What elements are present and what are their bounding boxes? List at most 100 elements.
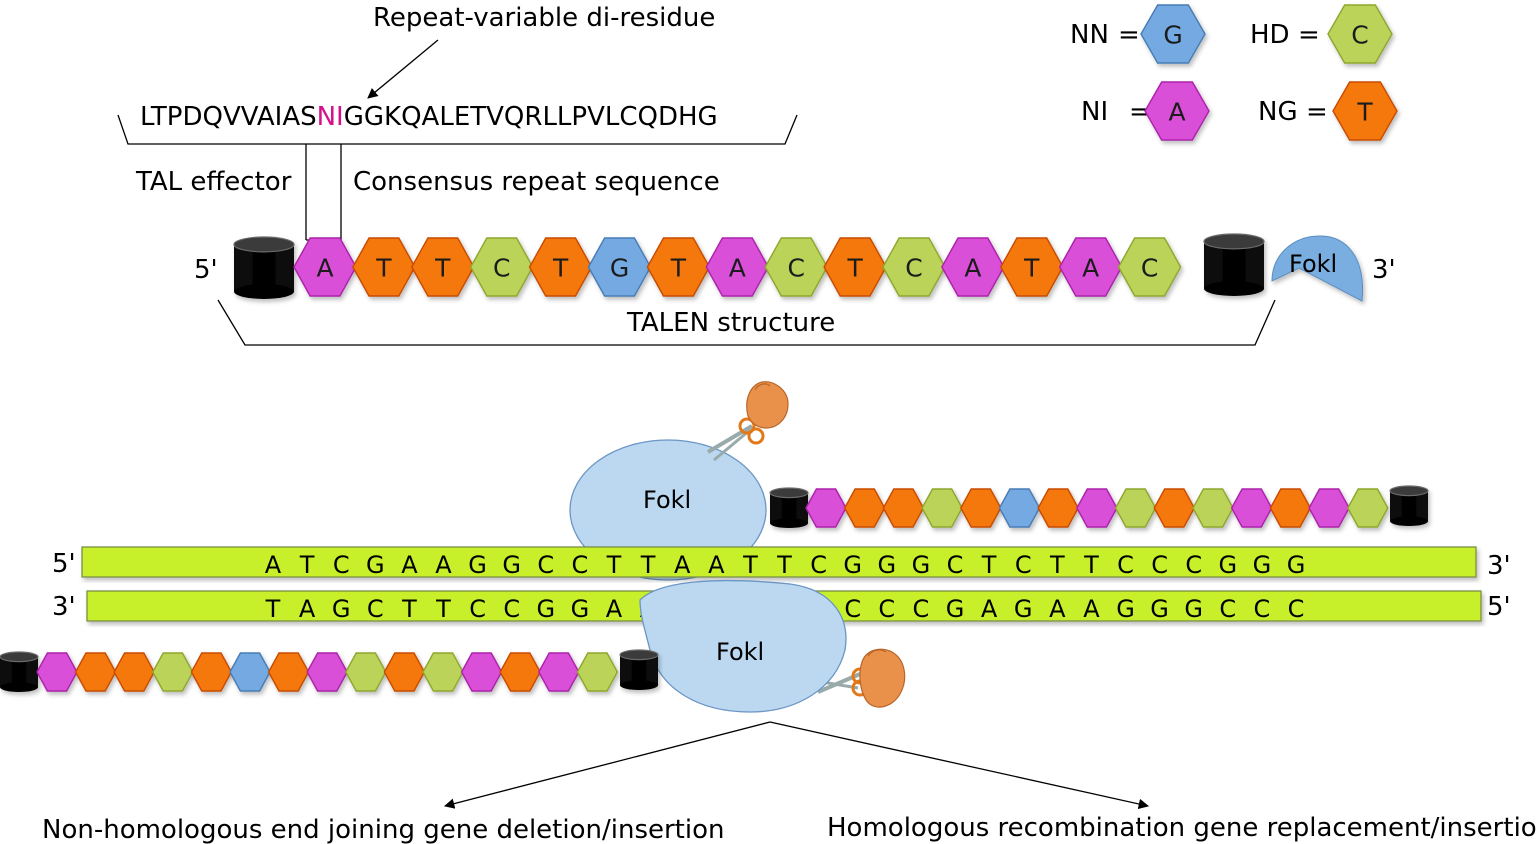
lower-talen-repeat-12: [460, 652, 503, 692]
upper-fokl-label: Fokl: [643, 486, 691, 514]
talen-repeat-7-label: T: [670, 254, 687, 283]
upper-talen-start-cylinder: [769, 487, 809, 528]
sequence-prefix: LTPDQVVAIAS: [140, 102, 317, 132]
talen-fokl-label: Fokl: [1289, 250, 1337, 278]
lower-talen-repeat-8: [306, 652, 348, 692]
legend-hex-g-label: G: [1163, 21, 1182, 50]
upper-talen-repeat-3: [882, 488, 925, 528]
hr-arrow: [769, 721, 1150, 810]
talen-three-prime: 3': [1372, 255, 1396, 285]
upper-talen-repeat-7: [1037, 488, 1079, 528]
sequence-rvd-highlight: NI: [317, 102, 344, 132]
upper-talen-repeat-11: [1192, 488, 1234, 528]
upper-talen-repeat-15: [1347, 488, 1389, 528]
legend-hex-t-label: T: [1356, 98, 1373, 127]
dna_bottom-base-27: G: [1150, 595, 1169, 623]
dna_top-base-30: G: [1253, 551, 1272, 579]
upper-talen-end-cylinder: [1389, 485, 1429, 526]
dna-top-strand: [81, 546, 1477, 578]
dna_top-base-17: C: [810, 551, 827, 579]
talen-n-terminal-cylinder: [233, 236, 295, 299]
upper-talen-repeat-8: [1076, 488, 1118, 528]
talen-repeat-14: A: [1058, 237, 1123, 297]
talen-repeat-14-label: A: [1082, 254, 1099, 283]
talen-repeat-2-label: T: [375, 254, 392, 283]
talen-structure-label: TALEN structure: [626, 308, 835, 338]
dna-bottom-five-prime: 5': [1487, 592, 1511, 622]
talen-c-terminal-cylinder: [1203, 233, 1265, 296]
dna_bottom-base-23: G: [1014, 595, 1033, 623]
legend-code-nn: NN: [1070, 20, 1109, 50]
lower-talen-repeat-6: [229, 652, 271, 692]
lower-talen-repeat-13: [499, 652, 541, 692]
legend-equals: =: [1129, 97, 1151, 127]
dna_top-base-20: G: [912, 551, 931, 579]
lower-talen-repeat-9: [345, 652, 387, 692]
rvd-arrow: [367, 39, 439, 99]
upper-fokl-domain: [569, 439, 767, 581]
dna_top-base-10: C: [572, 551, 589, 579]
lower-talen-repeat-1: [36, 652, 78, 692]
upper-talen-repeat-10: [1153, 488, 1196, 528]
dna_top-base-16: T: [776, 551, 792, 579]
talen-repeat-4: C: [469, 237, 534, 297]
talen-repeat-13-label: T: [1023, 254, 1040, 283]
dna_top-base-6: A: [435, 551, 452, 579]
dna-top-five-prime: 5': [52, 549, 76, 579]
talen-repeat-7: T: [646, 237, 711, 297]
dna_top-base-22: T: [981, 551, 997, 579]
talen-repeat-12-label: A: [964, 254, 981, 283]
dna_bottom-base-6: T: [435, 595, 451, 623]
dna_bottom-base-8: C: [503, 595, 520, 623]
dna_bottom-base-11: A: [606, 595, 623, 623]
dna_bottom-base-3: G: [332, 595, 351, 623]
dna_bottom-base-24: A: [1049, 595, 1066, 623]
dna_bottom-base-10: G: [571, 595, 590, 623]
dna_top-base-5: A: [401, 551, 418, 579]
dna_top-base-11: T: [606, 551, 622, 579]
talen-repeat-5: T: [528, 237, 593, 297]
talen-repeat-8-label: A: [729, 254, 746, 283]
talen-repeat-2: T: [352, 237, 416, 297]
talen-five-prime: 5': [194, 255, 218, 285]
dna_bottom-base-4: C: [367, 595, 384, 623]
talen-repeat-5-label: T: [552, 254, 569, 283]
talen-fokl-domain: [1271, 235, 1364, 302]
tal-effector-label: TAL effector: [135, 167, 292, 197]
dna_top-base-29: G: [1218, 551, 1237, 579]
dna_bottom-base-25: A: [1083, 595, 1100, 623]
dna_bottom-base-7: C: [469, 595, 486, 623]
lower-fokl-label: Fokl: [716, 638, 764, 666]
nhej-arrow: [443, 721, 771, 809]
dna_top-base-7: G: [468, 551, 487, 579]
dna_bottom-base-30: C: [1254, 595, 1271, 623]
dna_top-base-14: A: [708, 551, 725, 579]
dna_top-base-24: T: [1049, 551, 1065, 579]
hr-label: Homologous recombination gene replacemen…: [827, 813, 1538, 843]
legend-hex-c: C: [1327, 4, 1393, 64]
dna_bottom-base-1: T: [265, 595, 281, 623]
lower-fokl-domain: [639, 579, 847, 713]
dna_top-base-26: C: [1117, 551, 1134, 579]
dna_top-base-2: T: [299, 551, 315, 579]
dna_bottom-base-19: C: [878, 595, 895, 623]
talen-repeat-3: T: [410, 237, 475, 297]
nhej-label: Non-homologous end joining gene deletion…: [42, 815, 724, 844]
talen-repeat-1: A: [293, 237, 357, 297]
upper-talen-repeat-1: [805, 488, 847, 528]
upper-talen-repeat-4: [921, 488, 963, 528]
dna_top-base-23: C: [1015, 551, 1032, 579]
lower-talen-repeat-14: [538, 652, 580, 692]
dna_bottom-base-21: G: [946, 595, 965, 623]
legend-equals: =: [1306, 97, 1328, 127]
dna_top-base-1: A: [265, 551, 282, 579]
lower-talen-repeat-15: [576, 652, 619, 692]
lower-talen-repeat-5: [190, 652, 233, 692]
lower-talen-repeat-4: [152, 652, 194, 692]
talen-repeat-15-label: C: [1141, 254, 1158, 283]
upper-talen-repeat-9: [1114, 488, 1157, 528]
lower-talen-repeat-2: [74, 652, 117, 692]
legend-hex-a-label: A: [1168, 98, 1185, 127]
